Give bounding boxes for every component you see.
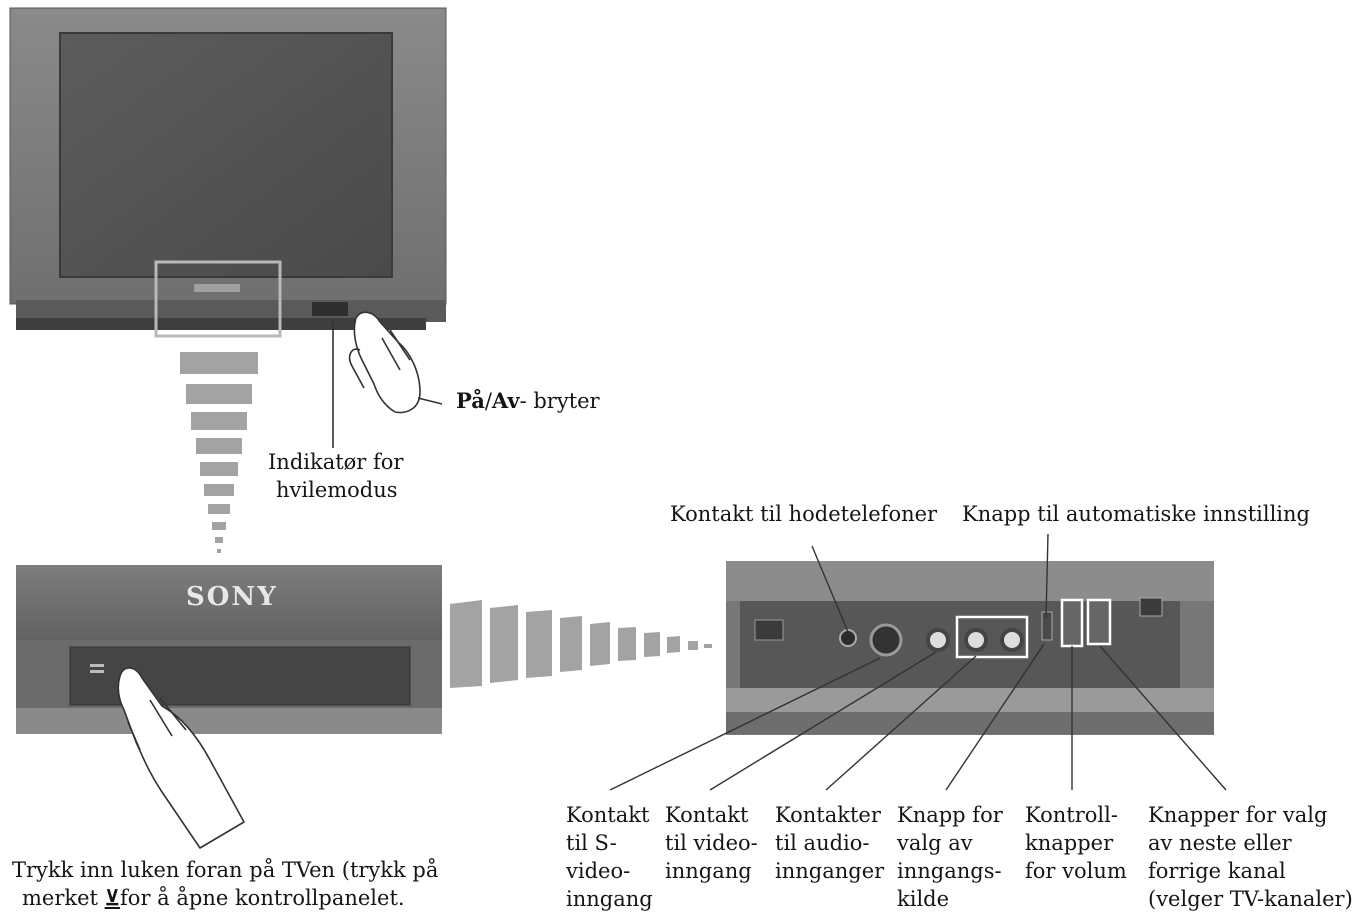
headphone-jack bbox=[839, 629, 857, 647]
svideo-label: Kontakt til S- video- inngang bbox=[566, 803, 653, 911]
video-jack bbox=[926, 628, 950, 652]
video-label: Kontakt til video- inngang bbox=[665, 803, 758, 883]
power-on-label: På bbox=[456, 388, 485, 413]
tv-front bbox=[9, 7, 447, 338]
power-switch-label: På/Av- bryter bbox=[456, 387, 600, 415]
power-off-label: Av bbox=[491, 388, 520, 413]
power-rest: - bryter bbox=[519, 389, 600, 413]
audio-jack-right bbox=[1000, 628, 1024, 652]
tv-screen bbox=[59, 32, 393, 278]
hand-pointer-icon bbox=[348, 311, 421, 414]
zoom-wedge-vertical bbox=[180, 352, 258, 553]
input-select-label: Knapp for valg av inngangs- kilde bbox=[897, 803, 1003, 911]
standby-indicator bbox=[312, 302, 348, 316]
channel-buttons bbox=[1086, 598, 1112, 646]
headphones-label: Kontakt til hodetelefoner bbox=[670, 502, 938, 526]
volume-label: Kontroll- knapper for volum bbox=[1025, 803, 1127, 883]
connector-panel bbox=[726, 561, 1214, 735]
highlight-box bbox=[154, 260, 282, 338]
open-panel-mark-icon: ⊻ bbox=[104, 885, 121, 910]
audio-jack-left bbox=[964, 628, 988, 652]
audio-label: Kontakter til audio- innganger bbox=[775, 803, 885, 883]
connector-leaders bbox=[609, 533, 1227, 791]
auto-setup-button bbox=[1041, 611, 1053, 641]
auto-setup-label: Knapp til automatiske innstilling bbox=[962, 502, 1310, 526]
instruction-text: Trykk inn luken foran på TVen (trykk på … bbox=[12, 858, 439, 910]
standby-label: Indikatør for hvilemodus bbox=[268, 450, 404, 502]
channel-label: Knapper for valg av neste eller forrige … bbox=[1148, 803, 1353, 911]
svideo-jack bbox=[869, 623, 903, 657]
zoom-wedge-horizontal bbox=[450, 600, 712, 688]
power-sep: / bbox=[484, 389, 492, 413]
hand-pointer-icon bbox=[117, 667, 245, 849]
leader-lines bbox=[332, 318, 443, 448]
tv-logo-small bbox=[194, 284, 240, 292]
volume-buttons bbox=[1060, 598, 1084, 648]
tv-brand: SONY bbox=[186, 582, 278, 612]
